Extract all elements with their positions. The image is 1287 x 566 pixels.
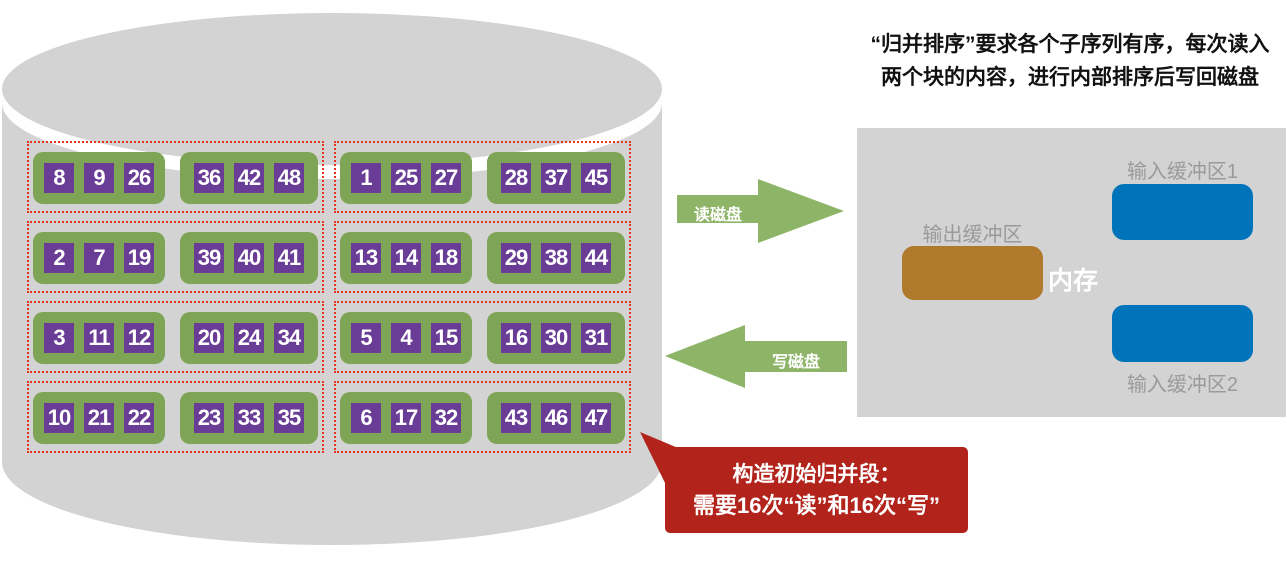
record-cell: 25 (391, 163, 421, 193)
record-cell: 7 (84, 243, 114, 273)
record-cell: 37 (541, 163, 571, 193)
input-buffer1 (1112, 184, 1253, 240)
record-cell: 47 (581, 403, 611, 433)
record-cell: 48 (274, 163, 304, 193)
record-cell: 29 (501, 243, 531, 273)
record-cell: 38 (541, 243, 571, 273)
record-cell: 46 (541, 403, 571, 433)
record-cell: 13 (351, 243, 381, 273)
disk-block: 1 25 27 (340, 152, 472, 204)
record-cell: 41 (274, 243, 304, 273)
record-cell: 34 (274, 323, 304, 353)
record-cell: 8 (44, 163, 74, 193)
write-disk-arrow-label: 写磁盘 (771, 354, 820, 371)
disk-block: 36 42 48 (180, 152, 318, 204)
input-buffer1-label: 输入缓冲区1 (1126, 161, 1239, 183)
record-cell: 39 (194, 243, 224, 273)
input-buffer2 (1112, 305, 1253, 362)
disk-block: 29 38 44 (487, 232, 625, 284)
record-cell: 19 (124, 243, 154, 273)
disk-block: 10 21 22 (33, 392, 165, 444)
record-cell: 26 (124, 163, 154, 193)
record-cell: 3 (44, 323, 74, 353)
merge-segment-group: 3 11 12 20 24 34 (27, 301, 324, 373)
annotation-line2: 两个块的内容，进行内部排序后写回磁盘 (881, 66, 1259, 89)
record-cell: 23 (194, 403, 224, 433)
record-cell: 27 (431, 163, 461, 193)
record-cell: 30 (541, 323, 571, 353)
merge-segment-group: 1 25 27 28 37 45 (334, 141, 631, 213)
record-cell: 33 (234, 403, 264, 433)
record-cell: 44 (581, 243, 611, 273)
disk-block: 23 33 35 (180, 392, 318, 444)
merge-segment-group: 10 21 22 23 33 35 (27, 381, 324, 453)
memory-title: 内存 (1048, 267, 1099, 295)
record-cell: 32 (431, 403, 461, 433)
record-cell: 4 (391, 323, 421, 353)
record-cell: 2 (44, 243, 74, 273)
callout-line1: 构造初始归并段： (732, 462, 901, 486)
record-cell: 10 (44, 403, 74, 433)
annotation-line1: “归并排序”要求各个子序列有序，每次读入 (870, 33, 1270, 56)
record-cell: 20 (194, 323, 224, 353)
record-cell: 14 (391, 243, 421, 273)
disk-block: 28 37 45 (487, 152, 625, 204)
record-cell: 9 (84, 163, 114, 193)
record-cell: 28 (501, 163, 531, 193)
input-buffer2-label: 输入缓冲区2 (1126, 374, 1239, 396)
record-cell: 12 (124, 323, 154, 353)
merge-sort-annotation: “归并排序”要求各个子序列有序，每次读入 两个块的内容，进行内部排序后写回磁盘 (850, 28, 1287, 94)
disk-block: 39 40 41 (180, 232, 318, 284)
record-cell: 35 (274, 403, 304, 433)
record-cell: 15 (431, 323, 461, 353)
write-disk-arrow (665, 325, 847, 388)
record-cell: 17 (391, 403, 421, 433)
record-cell: 36 (194, 163, 224, 193)
record-cell: 16 (501, 323, 531, 353)
disk-io-arrows (665, 179, 847, 388)
disk-cylinder-lid (2, 13, 662, 165)
record-cell: 40 (234, 243, 264, 273)
record-cell: 31 (581, 323, 611, 353)
disk-block: 16 30 31 (487, 312, 625, 364)
callout-bubble: 构造初始归并段： 需要16次“读”和16次“写” (665, 447, 968, 533)
merge-segment-group: 13 14 18 29 38 44 (334, 221, 631, 293)
disk-block: 3 11 12 (33, 312, 165, 364)
disk-block: 20 24 34 (180, 312, 318, 364)
record-cell: 1 (351, 163, 381, 193)
record-cell: 42 (234, 163, 264, 193)
record-cell: 45 (581, 163, 611, 193)
record-cell: 11 (84, 323, 114, 353)
read-disk-arrow (677, 179, 844, 243)
record-cell: 24 (234, 323, 264, 353)
read-disk-arrow-label: 读磁盘 (693, 207, 742, 224)
disk-block: 13 14 18 (340, 232, 472, 284)
record-cell: 22 (124, 403, 154, 433)
output-buffer-label: 输出缓冲区 (922, 224, 1023, 246)
disk-block: 43 46 47 (487, 392, 625, 444)
callout-line2: 需要16次“读”和16次“写” (693, 492, 940, 518)
record-cell: 43 (501, 403, 531, 433)
record-cell: 21 (84, 403, 114, 433)
merge-segment-group: 6 17 32 43 46 47 (334, 381, 631, 453)
disk-block: 6 17 32 (340, 392, 472, 444)
output-buffer (902, 246, 1043, 300)
record-cell: 5 (351, 323, 381, 353)
record-cell: 18 (431, 243, 461, 273)
record-cell: 6 (351, 403, 381, 433)
